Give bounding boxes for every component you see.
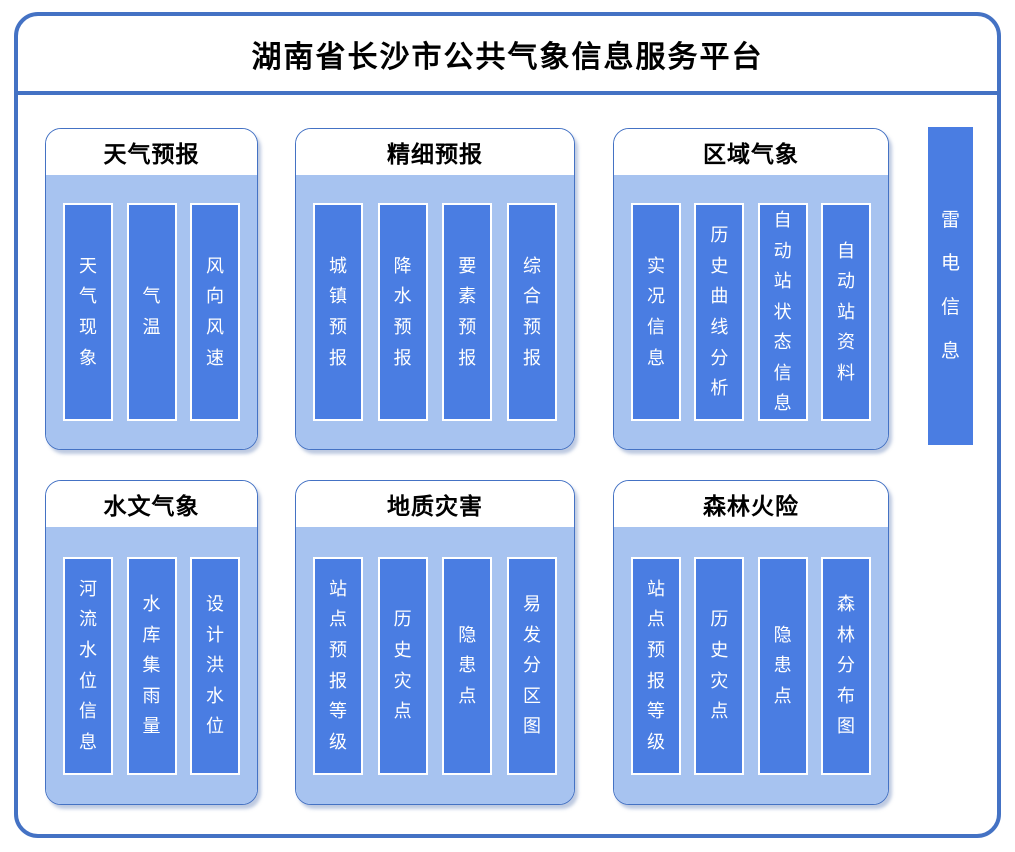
item-bar: 隐患点 (757, 556, 808, 775)
group-header: 区域气象 (614, 129, 888, 175)
item-bar: 设计洪水位 (190, 556, 240, 775)
item-bar: 城镇预报 (313, 203, 363, 421)
item-label: 水库集雨量 (142, 594, 161, 737)
item-label: 森林分布图 (836, 594, 855, 737)
item-bar: 历史灾点 (694, 556, 745, 775)
group-title: 水文气象 (103, 493, 200, 519)
item-label: 要素预报 (458, 255, 477, 368)
item-label: 站点预报等级 (328, 578, 347, 752)
group-body: 天气现象 气温 风向风速 (46, 175, 257, 449)
item-label: 河流水位信息 (78, 578, 97, 752)
item-bar: 天气现象 (63, 203, 113, 421)
item-label: 气温 (142, 286, 161, 337)
group-header: 精细预报 (296, 129, 574, 175)
lightning-info-label: 雷电信息 (940, 209, 960, 362)
item-bar: 综合预报 (506, 203, 557, 421)
item-bar: 水库集雨量 (126, 556, 177, 775)
item-bar: 实况信息 (631, 203, 681, 421)
lightning-info-bar: 雷电信息 (928, 127, 973, 445)
group-forest-fire-risk: 森林火险 站点预报等级 历史灾点 隐患点 森林分布图 (613, 480, 889, 805)
group-header: 天气预报 (46, 129, 257, 175)
item-bar: 森林分布图 (820, 556, 871, 775)
group-body: 站点预报等级 历史灾点 隐患点 森林分布图 (614, 527, 888, 804)
item-bar: 历史曲线分析 (694, 203, 745, 421)
item-label: 历史灾点 (393, 609, 412, 722)
group-header: 地质灾害 (296, 481, 574, 527)
item-bar: 隐患点 (442, 556, 493, 775)
item-label: 综合预报 (522, 255, 541, 368)
item-label: 实况信息 (646, 255, 665, 368)
item-label: 历史灾点 (710, 609, 729, 722)
group-geological-disaster: 地质灾害 站点预报等级 历史灾点 隐患点 易发分区图 (295, 480, 575, 805)
diagram-content: 天气预报 天气现象 气温 风向风速 精细预报 城镇预报 降水预报 要素预报 综合… (18, 99, 997, 834)
group-fine-forecast: 精细预报 城镇预报 降水预报 要素预报 综合预报 (295, 128, 575, 450)
group-title: 天气预报 (103, 141, 200, 167)
group-header: 森林火险 (614, 481, 888, 527)
item-bar: 降水预报 (377, 203, 428, 421)
item-bar: 自动站状态信息 (757, 203, 808, 421)
item-bar: 站点预报等级 (313, 556, 363, 775)
platform-frame: 湖南省长沙市公共气象信息服务平台 天气预报 天气现象 气温 风向风速 精细预报 … (14, 12, 1001, 838)
item-label: 自动站状态信息 (773, 209, 792, 414)
group-title: 森林火险 (703, 493, 799, 519)
item-bar: 易发分区图 (506, 556, 557, 775)
title-bar: 湖南省长沙市公共气象信息服务平台 (18, 16, 997, 95)
group-header: 水文气象 (46, 481, 257, 527)
item-label: 自动站资料 (836, 240, 855, 383)
item-bar: 河流水位信息 (63, 556, 113, 775)
item-bar: 站点预报等级 (631, 556, 681, 775)
item-label: 站点预报等级 (646, 578, 665, 752)
item-label: 风向风速 (205, 255, 224, 368)
item-bar: 历史灾点 (377, 556, 428, 775)
item-label: 天气现象 (78, 255, 97, 368)
group-body: 河流水位信息 水库集雨量 设计洪水位 (46, 527, 257, 804)
item-label: 降水预报 (393, 255, 412, 368)
group-title: 地质灾害 (387, 493, 483, 519)
item-bar: 风向风速 (190, 203, 240, 421)
item-bar: 自动站资料 (820, 203, 871, 421)
item-label: 隐患点 (773, 624, 792, 706)
group-body: 站点预报等级 历史灾点 隐患点 易发分区图 (296, 527, 574, 804)
group-body: 城镇预报 降水预报 要素预报 综合预报 (296, 175, 574, 449)
item-label: 设计洪水位 (205, 594, 224, 737)
item-label: 易发分区图 (522, 594, 541, 737)
item-label: 历史曲线分析 (710, 225, 729, 399)
group-body: 实况信息 历史曲线分析 自动站状态信息 自动站资料 (614, 175, 888, 449)
item-label: 城镇预报 (328, 255, 347, 368)
group-weather-forecast: 天气预报 天气现象 气温 风向风速 (45, 128, 258, 450)
item-label: 隐患点 (458, 624, 477, 706)
group-regional-weather: 区域气象 实况信息 历史曲线分析 自动站状态信息 自动站资料 (613, 128, 889, 450)
group-title: 区域气象 (703, 141, 799, 167)
group-hydrological-weather: 水文气象 河流水位信息 水库集雨量 设计洪水位 (45, 480, 258, 805)
page-title: 湖南省长沙市公共气象信息服务平台 (251, 40, 764, 74)
item-bar: 要素预报 (442, 203, 493, 421)
group-title: 精细预报 (387, 141, 483, 167)
item-bar: 气温 (126, 203, 177, 421)
